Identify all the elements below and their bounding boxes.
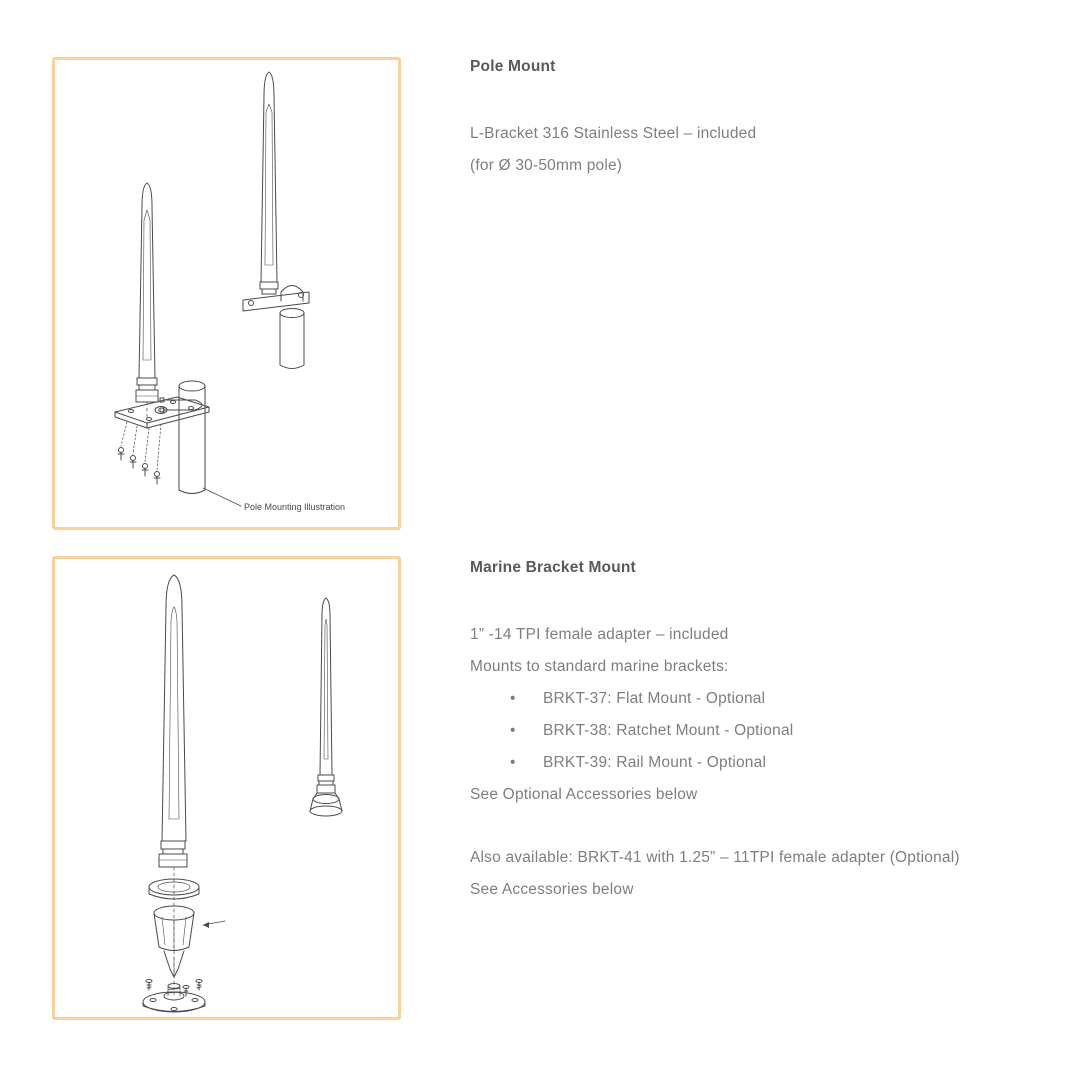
- marine-right-antenna: [309, 597, 343, 817]
- pole-mount-right-antenna: [242, 71, 310, 369]
- marine-mount-line-3: See Optional Accessories below: [470, 786, 698, 803]
- bullet-icon: •: [510, 722, 516, 739]
- pole-mount-title: Pole Mount: [470, 58, 556, 75]
- marine-figure-arrowhead: [203, 922, 209, 928]
- pole-mount-line-2: (for Ø 30-50mm pole): [470, 157, 623, 174]
- list-item-label: BRKT-38: Ratchet Mount - Optional: [543, 722, 794, 739]
- pole-figure-leader-line: [202, 487, 242, 507]
- list-item-brkt-39: • BRKT-39: Rail Mount - Optional: [510, 753, 1070, 772]
- list-item-brkt-38: • BRKT-38: Ratchet Mount - Optional: [510, 721, 1070, 740]
- pole-mount-line-1: L-Bracket 316 Stainless Steel – included: [470, 125, 757, 142]
- marine-left-antenna: [142, 574, 206, 1013]
- list-item-brkt-37: • BRKT-37: Flat Mount - Optional: [510, 689, 1070, 708]
- list-item-label: BRKT-37: Flat Mount - Optional: [543, 690, 766, 707]
- pole-mount-text-column: Pole Mount L-Bracket 316 Stainless Steel…: [470, 57, 1050, 188]
- marine-mount-line-5: See Accessories below: [470, 881, 634, 898]
- marine-mount-figure-box: [52, 556, 401, 1020]
- list-item-label: BRKT-39: Rail Mount - Optional: [543, 754, 767, 771]
- bullet-icon: •: [510, 690, 516, 707]
- bullet-icon: •: [510, 754, 516, 771]
- marine-mount-text-column: Marine Bracket Mount 1” -14 TPI female a…: [470, 558, 1070, 912]
- pole-mount-figure-box: Pole Mounting Illustration: [52, 57, 401, 530]
- marine-mount-title: Marine Bracket Mount: [470, 559, 636, 576]
- marine-mount-line-2: Mounts to standard marine brackets:: [470, 658, 729, 675]
- marine-mount-illustration: [142, 574, 343, 1013]
- marine-mount-line-4: Also available: BRKT-41 with 1.25” – 11T…: [470, 849, 960, 866]
- pole-mount-illustration: Pole Mounting Illustration: [114, 71, 345, 512]
- marine-bracket-list: • BRKT-37: Flat Mount - Optional • BRKT-…: [470, 689, 1070, 772]
- marine-mount-line-1: 1” -14 TPI female adapter – included: [470, 626, 729, 643]
- pole-mount-left-antenna: [114, 182, 210, 494]
- pole-mount-figure-label: Pole Mounting Illustration: [244, 502, 345, 512]
